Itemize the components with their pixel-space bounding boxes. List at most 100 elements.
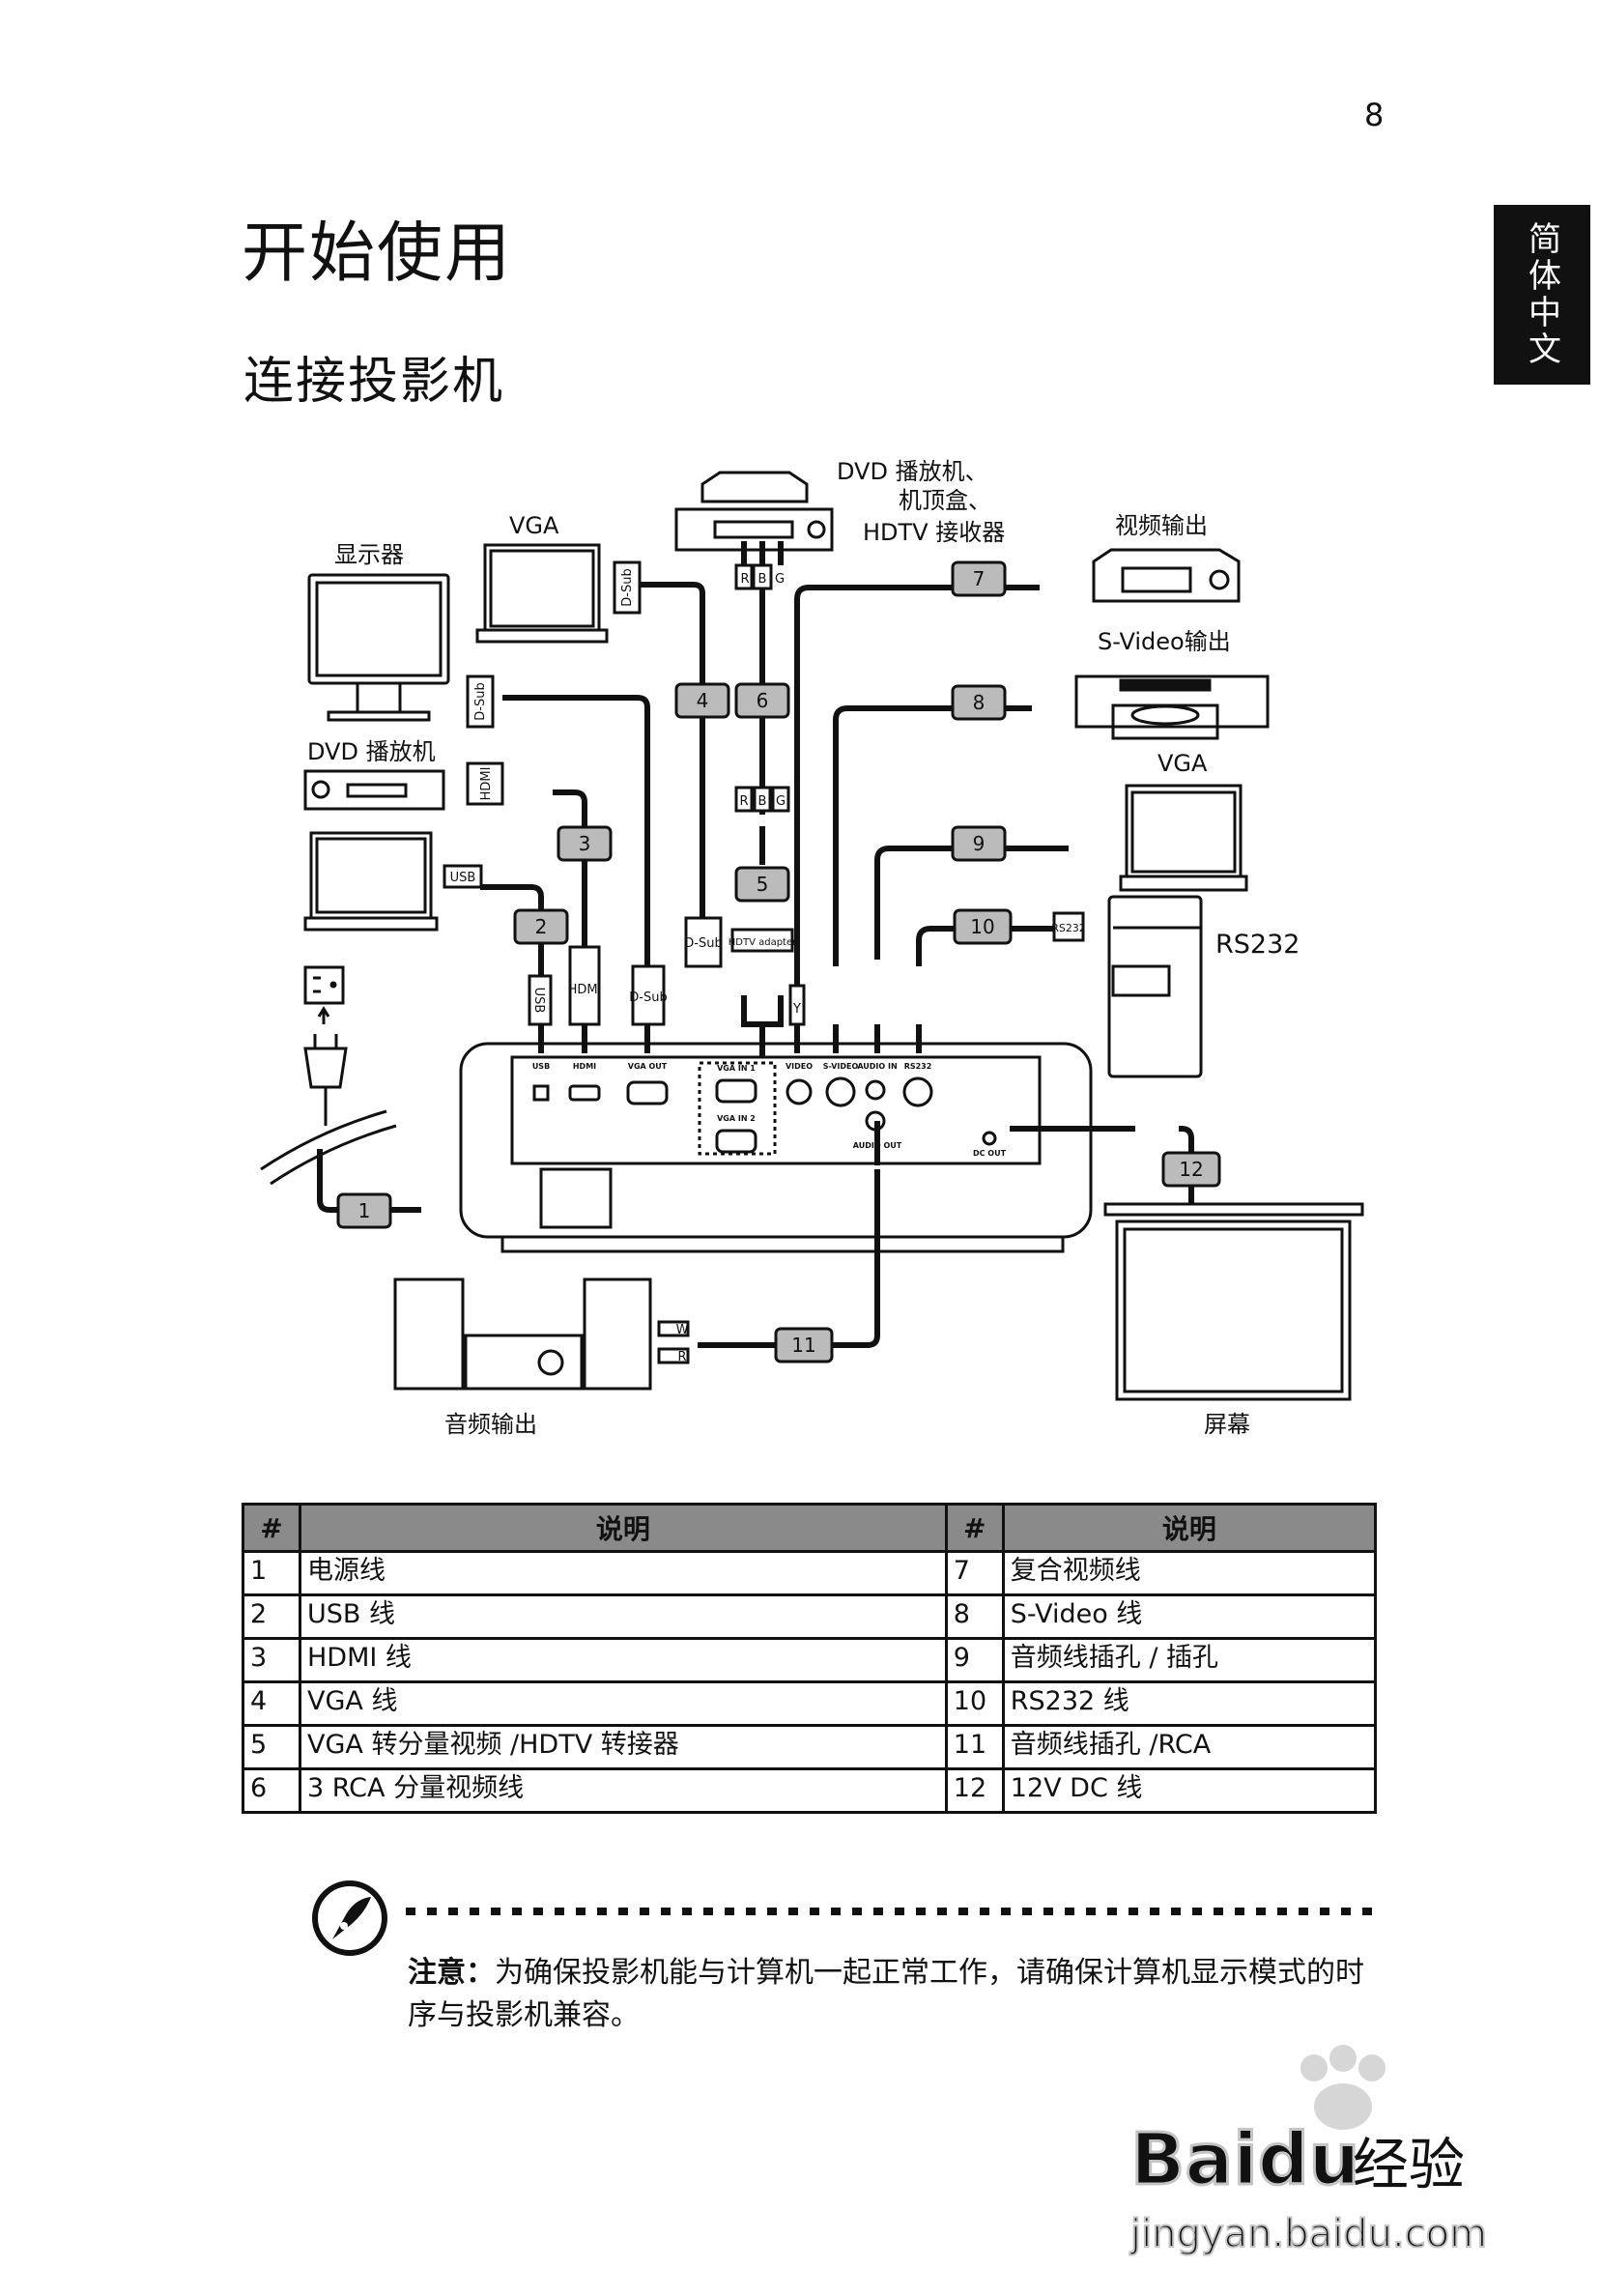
monitor-illustration [307, 573, 450, 722]
diagram-label: HDMI [479, 767, 494, 801]
diagram-label: Y [792, 1002, 801, 1017]
diagram-label: G [775, 572, 785, 587]
label-dvd-stb-3: HDTV 接收器 [863, 519, 1005, 546]
diagram-label: 经验 [1353, 2132, 1465, 2197]
dvd-player-illustration [303, 769, 445, 811]
speaker-system-illustration [393, 1277, 652, 1391]
diagram-label: G [776, 794, 786, 809]
diagram-label: HDTV adapter [729, 937, 797, 948]
cable-badge-11: 11 [774, 1327, 834, 1363]
label-dvd-stb-2: 机顶盒、 [899, 487, 991, 514]
col-header-num: # [242, 1503, 301, 1553]
cable-badge-12: 12 [1161, 1151, 1221, 1188]
label-video-out: 视频输出 [1115, 512, 1208, 539]
diagram-label: 1 [358, 1199, 371, 1222]
note-text: 注意：为确保投影机能与计算机一起正常工作，请确保计算机显示模式的时序与投影机兼容… [408, 1956, 1364, 2032]
diagram-label: R [739, 794, 748, 809]
diagram-label: 12 [1179, 1158, 1203, 1181]
diagram-label: AUDIO IN [857, 1062, 897, 1071]
diagram-label: VGA IN 2 [717, 1114, 756, 1123]
col-header-desc: 说明 [299, 1503, 948, 1553]
diagram-label: HDMI [573, 1062, 596, 1071]
port-arrows [538, 826, 1135, 1165]
diagram-label: 3 [579, 832, 591, 855]
diagram-label: 6 [757, 689, 769, 712]
diagram-label: VGA IN 1 [717, 1064, 756, 1073]
baidu-watermark-logo: Baidu 经验 jingyan.baidu.com [1121, 2039, 1507, 2271]
diagram-label: R [740, 572, 749, 587]
diagram-label: S-VIDEO [823, 1062, 859, 1071]
cable-badge-3: 3 [557, 825, 613, 862]
cable-badge-2: 2 [513, 908, 569, 945]
label-screen: 屏幕 [1204, 1411, 1250, 1438]
diagram-label: R [677, 1350, 686, 1364]
diagram-label: Baidu [1130, 2118, 1359, 2201]
diagram-label: USB [532, 1062, 550, 1071]
col-header-num: # [944, 1503, 1005, 1553]
projection-screen-illustration [1103, 1202, 1364, 1401]
diagram-label: AUDIO OUT [853, 1141, 902, 1150]
label-dvd-stb-1: DVD 播放机、 [837, 458, 988, 485]
label-monitor: 显示器 [334, 541, 404, 568]
diagram-label: USB [531, 988, 546, 1014]
connection-diagram: 1 2 3 4 5 6 7 8 9 10 11 12 显示器 VGA DVD 播… [260, 458, 1364, 1438]
watermark-url: jingyan.baidu.com [1129, 2212, 1487, 2256]
diagram-label: 11 [791, 1334, 815, 1357]
cable-number-badges: 1 2 3 4 5 6 7 8 9 10 11 12 [336, 560, 1221, 1363]
diagram-label: VIDEO [786, 1062, 813, 1071]
diagram-label: HDMI [568, 983, 602, 997]
cable-badge-4: 4 [674, 682, 730, 719]
diagram-label: B [758, 794, 767, 809]
power-plug-illustration [260, 1034, 397, 1186]
col-header-desc: 说明 [1001, 1503, 1378, 1553]
cable-badge-5: 5 [734, 866, 790, 903]
note-pen-icon [312, 1880, 387, 1956]
svideo-source-illustration [1074, 674, 1270, 740]
diagram-label: W [676, 1323, 689, 1337]
diagram-label: D-Sub [620, 568, 635, 606]
cable-badge-6: 6 [734, 682, 790, 719]
pc-tower-illustration [1107, 895, 1203, 1078]
cables [317, 541, 1194, 1348]
diagram-label: 5 [757, 873, 769, 896]
diagram-label: 4 [697, 689, 709, 712]
cable-badge-9: 9 [951, 825, 1007, 862]
projector-illustration [459, 1042, 1093, 1253]
video-source-illustration [1092, 548, 1241, 603]
cable-badge-1: 1 [336, 1192, 392, 1229]
language-tab-label: 简体中文 [1522, 221, 1561, 368]
diagram-label: USB [450, 871, 476, 885]
section-title: 连接投影机 [243, 353, 505, 411]
note-divider [406, 1908, 1384, 1915]
diagram-label: RS232 [904, 1062, 932, 1071]
label-svideo-out: S-Video输出 [1098, 628, 1231, 655]
diagram-label: 9 [973, 832, 986, 855]
language-tab: 简体中文 [1494, 205, 1590, 385]
cable-badge-8: 8 [951, 684, 1007, 721]
arrow-up-icon [317, 1006, 330, 1024]
diagram-label: 8 [973, 691, 986, 714]
diagram-label: DC OUT [973, 1149, 1007, 1158]
diagram-label: 2 [535, 915, 548, 938]
label-dvd-left: DVD 播放机 [307, 738, 436, 765]
power-outlet-icon [303, 965, 345, 1005]
page-number: 8 [1364, 97, 1385, 133]
diagram-label: 7 [973, 567, 986, 590]
label-vga-left: VGA [509, 512, 559, 539]
cable-badge-7: 7 [951, 560, 1007, 597]
diagram-label: RS232 [1051, 922, 1086, 934]
diagram-label: D-Sub [473, 682, 488, 720]
cable-badge-10: 10 [953, 908, 1013, 945]
diagram-label: B [758, 572, 767, 587]
laptop-illustration [303, 831, 439, 932]
dvd-player-illustration [674, 471, 834, 552]
laptop-illustration [475, 543, 609, 644]
page-title: 开始使用 [242, 215, 513, 292]
diagram-label: D-Sub [684, 936, 722, 951]
